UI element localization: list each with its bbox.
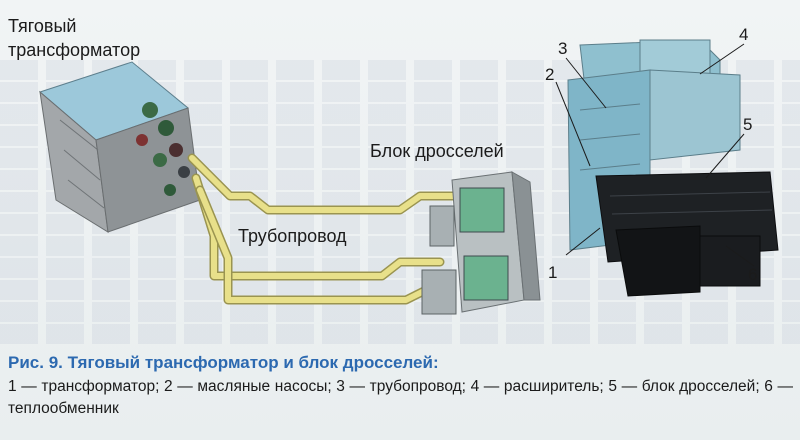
- callout-6: 6: [748, 265, 758, 284]
- callout-3: 3: [558, 39, 568, 58]
- callout-4: 4: [739, 25, 749, 44]
- pipeline-illustration: [187, 153, 465, 305]
- label-choke-block: Блок дросселей: [370, 141, 504, 161]
- label-traction-transformer-line2: трансформатор: [8, 40, 141, 60]
- figure-caption: 1 — трансформатор; 2 — масляные насосы; …: [8, 378, 793, 417]
- illustration: [38, 39, 779, 315]
- callout-2: 2: [545, 65, 555, 84]
- traction-transformer-illustration: [38, 61, 201, 233]
- figure-title: Рис. 9. Тяговый трансформатор и блок дро…: [8, 353, 439, 372]
- callout-lines: [555, 43, 755, 267]
- main-assembly-illustration: [567, 39, 779, 297]
- callout-5: 5: [743, 115, 753, 134]
- label-pipeline: Трубопровод: [238, 226, 347, 246]
- callout-1: 1: [548, 263, 558, 282]
- choke-block-illustration: [421, 171, 541, 315]
- label-traction-transformer-line1: Тяговый: [8, 16, 77, 36]
